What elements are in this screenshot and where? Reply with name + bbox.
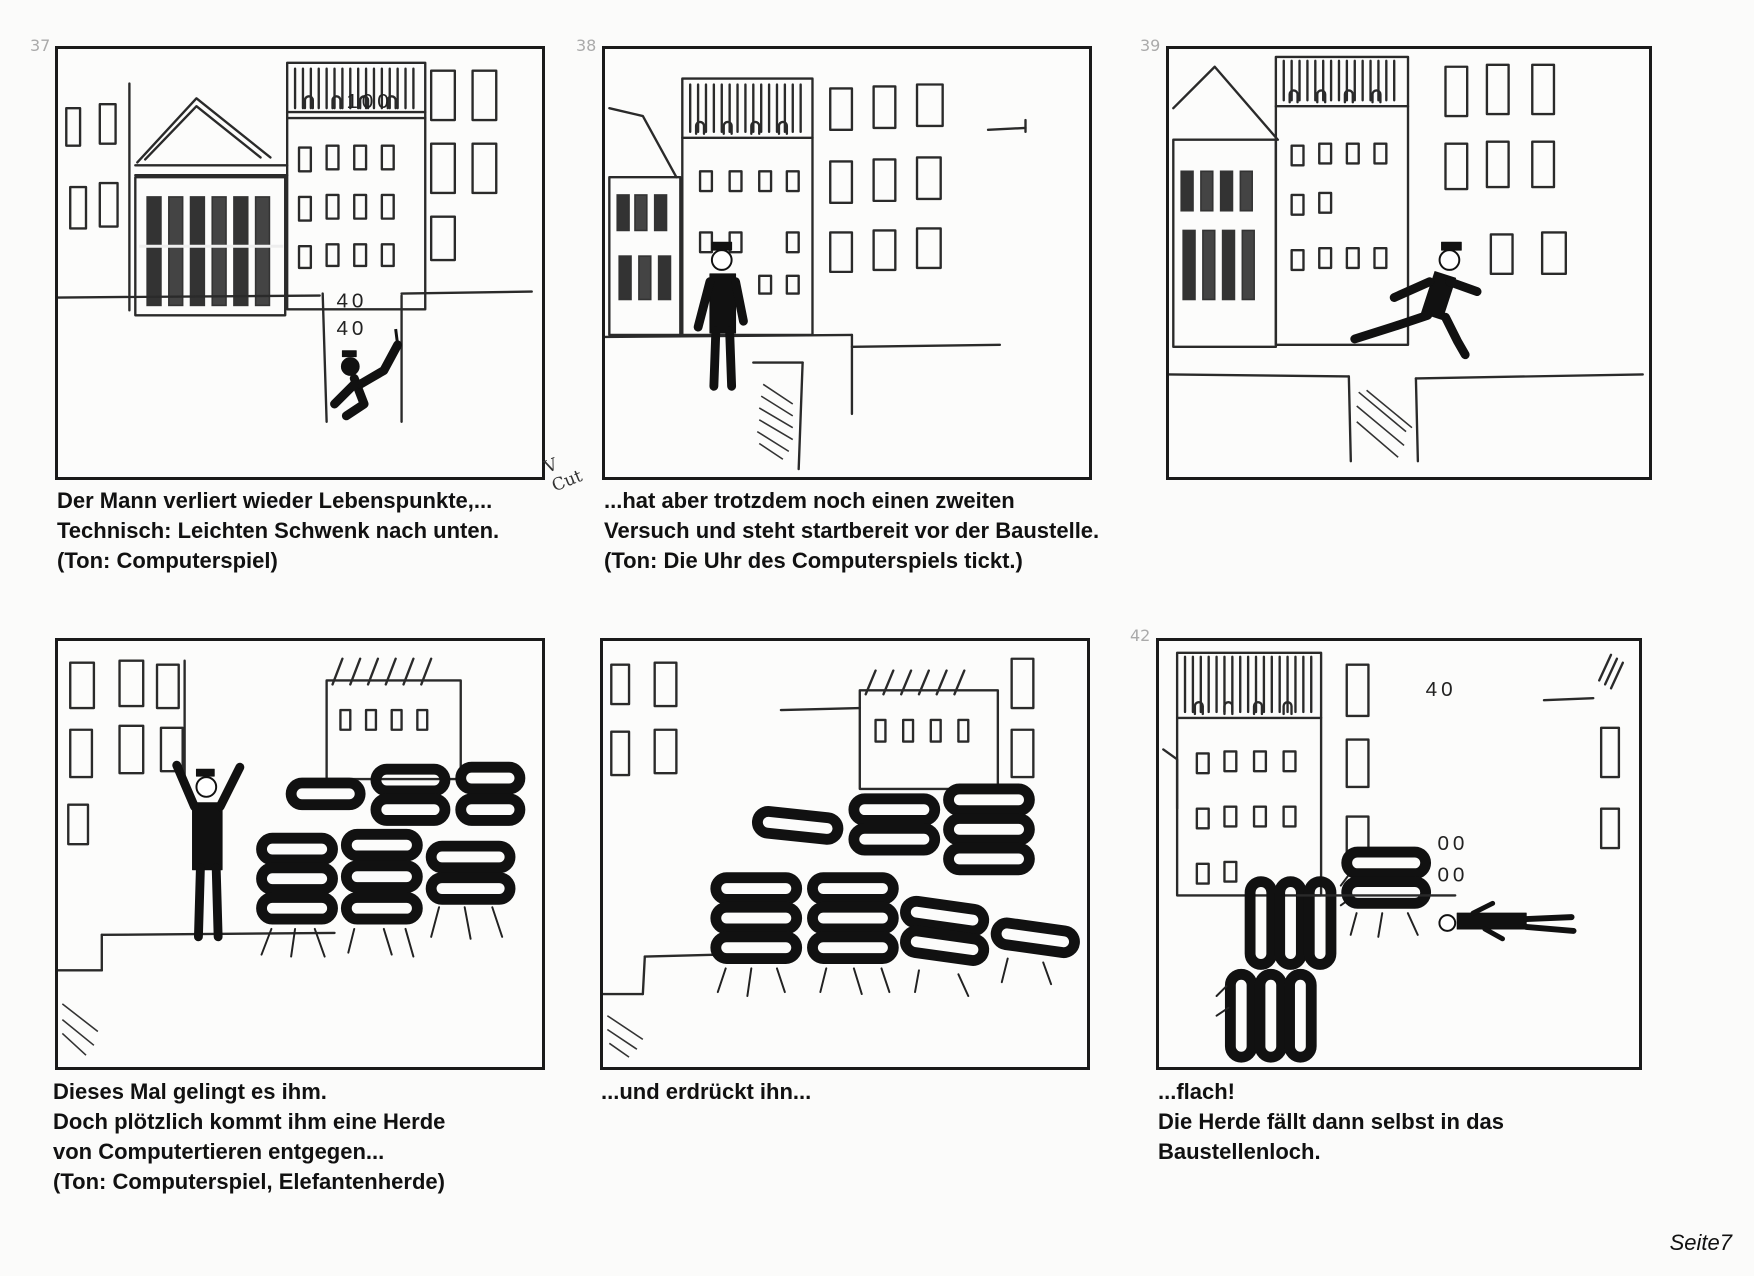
lives-40-a: 40 (336, 289, 367, 312)
hole-hatching (756, 383, 794, 460)
caption-line: (Ton: Computerspiel) (57, 548, 278, 573)
tall-building-left (1162, 651, 1323, 897)
caption-panel-5: ...und erdrückt ihn... (601, 1077, 811, 1107)
standing-man (693, 241, 748, 391)
panel-number-37: 37 (30, 36, 51, 55)
lives-40-b: 40 (336, 317, 367, 340)
lives-00-a: 00 (1437, 832, 1468, 855)
lives-00-b: 00 (1437, 864, 1468, 887)
caption-line: Doch plötzlich kommt ihm eine Herde (53, 1109, 446, 1134)
ground-with-hole (605, 333, 1002, 471)
caption-line: Dieses Mal gelingt es ihm. (53, 1079, 327, 1104)
computer-animals-upright (1215, 868, 1356, 1063)
temple-columns (139, 196, 284, 307)
caption-line: ...flach! (1158, 1079, 1236, 1104)
storyboard-panel-6: 40 00 00 (1156, 638, 1642, 1070)
caption-line: Technisch: Leichten Schwenk nach unten. (57, 518, 500, 543)
building-windows-right (1345, 653, 1625, 858)
building-windows-right (429, 69, 498, 262)
computer-animal-herd (710, 783, 1080, 997)
temple-columns-left (1180, 170, 1255, 301)
panel-1-sketch: 100 40 40 (58, 61, 533, 423)
storyboard-panel-1: 100 40 40 (55, 46, 545, 480)
building-windows-right (829, 83, 1027, 274)
panel-number-42: 42 (1130, 626, 1151, 645)
computer-animal-herd (256, 761, 526, 958)
ground-with-hole (58, 290, 533, 423)
caption-panel-2: ...hat aber trotzdem noch einen zweiten … (604, 486, 1099, 576)
panel-number-38: 38 (576, 36, 597, 55)
tall-building-center (681, 77, 814, 337)
corner-hatching (61, 1003, 99, 1056)
temple-building-left (608, 106, 682, 337)
caption-line: Baustellenloch. (1158, 1139, 1321, 1164)
storyboard-panel-5 (600, 638, 1090, 1070)
tall-building-center (285, 61, 427, 311)
panel-2-sketch (605, 77, 1027, 471)
score-100: 100 (346, 90, 392, 113)
panel-6-sketch: 40 00 00 (1162, 651, 1625, 1063)
jumping-man (1350, 241, 1482, 360)
panel-4-sketch (58, 657, 526, 1056)
caption-line: Versuch und steht startbereit vor der Ba… (604, 518, 1100, 543)
building-windows-left (610, 661, 678, 777)
storyboard-panel-3 (1166, 46, 1652, 480)
man-arms-raised (172, 760, 245, 942)
temple-building (134, 97, 289, 317)
caption-panel-4: Dieses Mal gelingt es ihm. Doch plötzlic… (53, 1077, 445, 1197)
ground-steps (603, 953, 723, 996)
caption-line: von Computertieren entgegen... (53, 1139, 385, 1164)
caption-line: Der Mann verliert wieder Lebenspunkte,..… (57, 488, 493, 513)
hole-hatching (1356, 389, 1413, 458)
building-windows-left (65, 82, 131, 312)
caption-panel-6: ...flach! Die Herde fällt dann selbst in… (1158, 1077, 1504, 1167)
tall-building-center (1274, 55, 1410, 347)
caption-line: (Ton: Die Uhr des Computerspiels tickt.) (604, 548, 1023, 573)
computer-animal-on-ground (1341, 846, 1432, 938)
score-40: 40 (1426, 678, 1457, 701)
building-right (779, 657, 1035, 791)
temple-columns-left (616, 194, 672, 301)
building-windows-right (1444, 63, 1567, 276)
page-number: Seite7 (1669, 1230, 1732, 1255)
caption-line: (Ton: Computerspiel, Elefantenherde) (53, 1169, 445, 1194)
panel-5-sketch (603, 657, 1080, 1058)
caption-line: ...hat aber trotzdem noch einen zweiten (604, 488, 1015, 513)
panel-number-39: 39 (1140, 36, 1161, 55)
caption-line: Die Herde fällt dann selbst in das (1158, 1109, 1504, 1134)
ground-with-hole (1169, 373, 1644, 463)
building-right (325, 657, 462, 781)
corner-hatching (606, 1015, 644, 1058)
caption-panel-1: Der Mann verliert wieder Lebenspunkte,..… (57, 486, 499, 576)
caption-line: ...und erdrückt ihn... (601, 1079, 812, 1104)
building-windows-left (67, 659, 186, 846)
panel-3-sketch (1169, 55, 1644, 463)
storyboard-panel-4 (55, 638, 545, 1070)
storyboard-panel-2 (602, 46, 1092, 480)
flattened-man (1438, 900, 1577, 942)
falling-man (330, 328, 403, 421)
